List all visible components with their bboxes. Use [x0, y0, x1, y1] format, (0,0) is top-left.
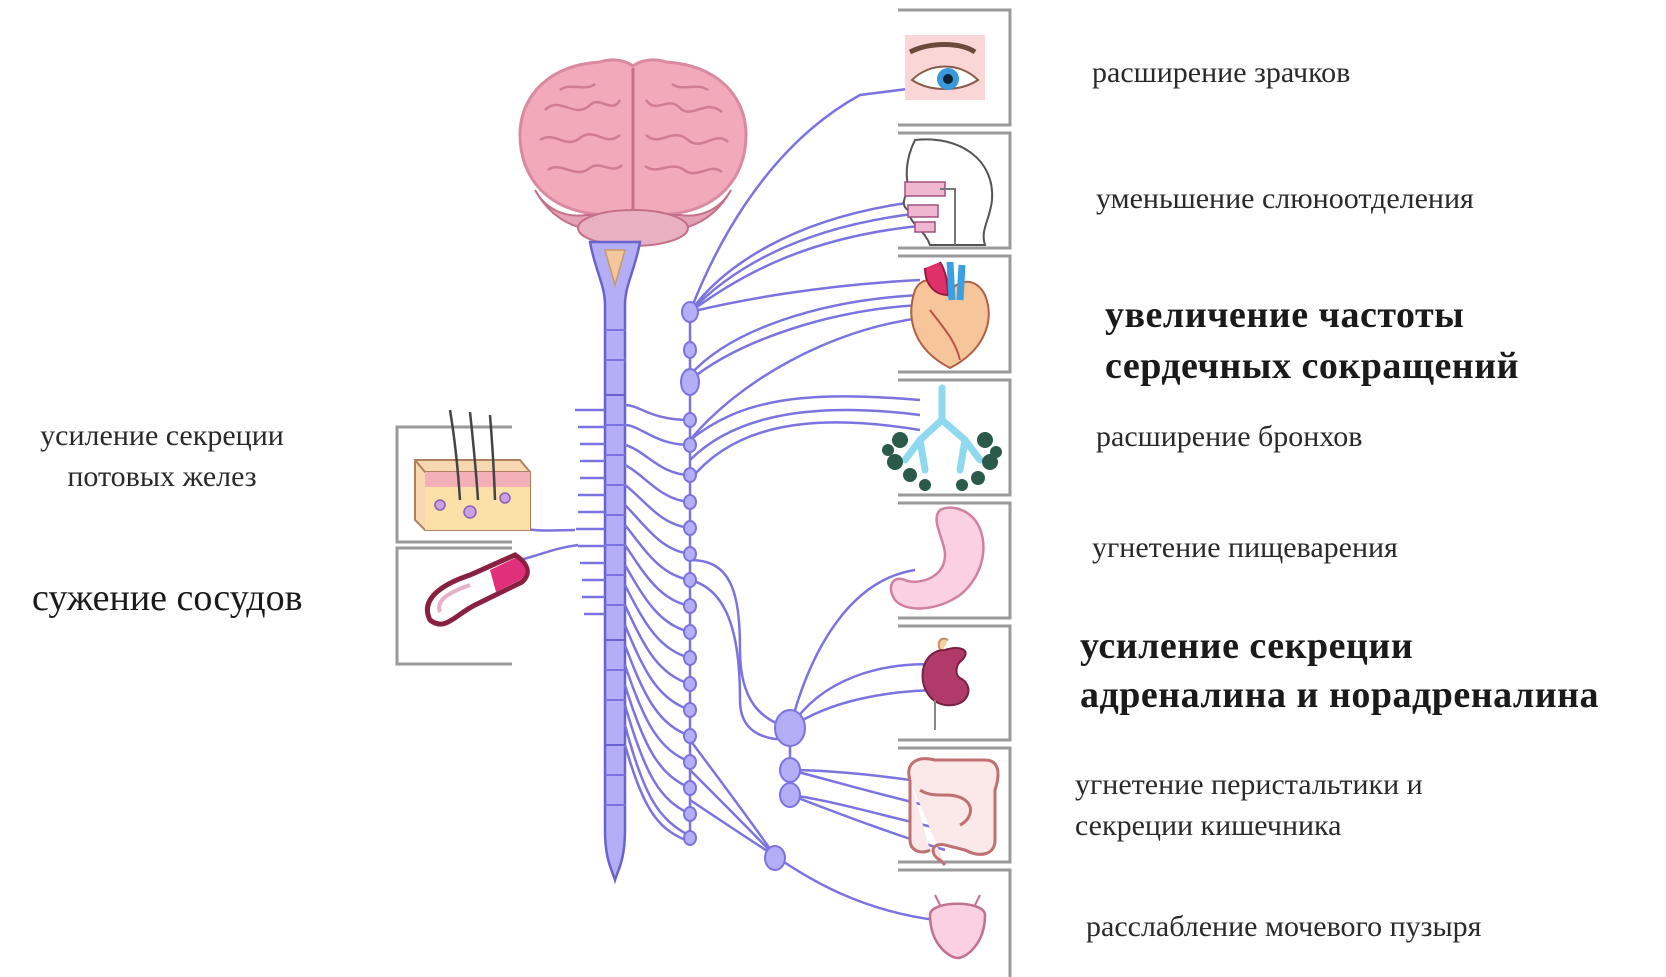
intestine-icon — [909, 759, 998, 865]
label-bronchi: расширение бронхов — [1096, 420, 1362, 455]
label-intestine: угнетение перистальтики и секреции кишеч… — [1075, 765, 1423, 846]
label-vessels: сужение сосудов — [32, 577, 303, 621]
label-bladder: расслабление мочевого пузыря — [1086, 910, 1481, 945]
label-intestine-line-1: угнетение перистальтики и — [1075, 765, 1423, 806]
brain-icon — [520, 60, 746, 246]
label-pupils: расширение зрачков — [1092, 56, 1350, 91]
stomach-icon — [891, 508, 984, 609]
label-heart: увеличение частоты сердечных сокращений — [1105, 290, 1519, 393]
blood-vessel-icon — [427, 555, 527, 624]
label-adrenal: усиление секреции адреналина и норадрена… — [1080, 622, 1599, 721]
heart-icon — [911, 262, 988, 368]
label-sweat: усиление секреции потовых желез — [12, 416, 312, 497]
label-digestion: угнетение пищеварения — [1092, 531, 1398, 566]
label-heart-line-2: сердечных сокращений — [1105, 341, 1519, 392]
sympathetic-ganglia — [681, 302, 805, 870]
lungs-icon — [882, 388, 1002, 491]
spinal-cord-icon — [575, 242, 640, 880]
label-adrenal-line-2: адреналина и норадреналина — [1080, 671, 1599, 720]
label-saliva: уменьшение слюноотделения — [1096, 182, 1474, 217]
eye-icon — [905, 35, 985, 100]
bladder-icon — [930, 895, 985, 958]
label-heart-line-1: увеличение частоты — [1105, 290, 1519, 341]
head-salivary-icon — [904, 139, 992, 245]
label-sweat-line-1: усиление секреции — [12, 416, 312, 457]
label-adrenal-line-1: усиление секреции — [1080, 622, 1599, 671]
kidney-adrenal-icon — [923, 639, 969, 730]
label-sweat-line-2: потовых желез — [12, 457, 312, 498]
label-intestine-line-2: секреции кишечника — [1075, 806, 1423, 847]
